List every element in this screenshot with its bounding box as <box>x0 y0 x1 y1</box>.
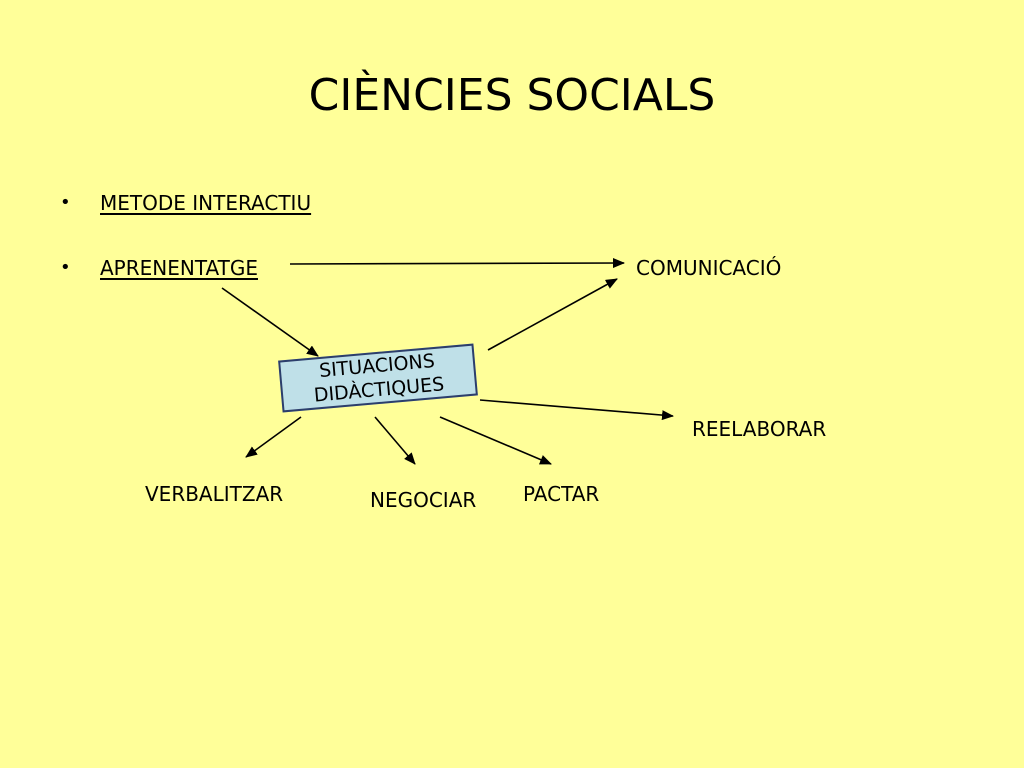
bullet-text-metode[interactable]: METODE INTERACTIU <box>100 191 312 215</box>
arrow-situacions-to-pactar <box>439 416 552 465</box>
node-pactar: PACTAR <box>523 482 600 506</box>
arrow-situacions-to-verbalitzar <box>245 416 302 458</box>
bullet-text-aprenentatge[interactable]: APRENENTATGE <box>100 256 258 280</box>
arrow-situacions-to-negociar <box>374 416 416 465</box>
node-comunicacio: COMUNICACIÓ <box>636 256 782 280</box>
bullet-item-metode: • METODE INTERACTIU <box>60 190 311 216</box>
node-negociar: NEGOCIAR <box>370 488 477 512</box>
bullet-marker: • <box>60 257 71 278</box>
arrow-situacions-to-reelaborar <box>479 399 674 421</box>
bullet-marker: • <box>60 192 71 213</box>
node-reelaborar: REELABORAR <box>692 417 827 441</box>
bullet-item-aprenentatge: • APRENENTATGE <box>60 255 258 281</box>
arrow-situacions-to-comunicacio <box>487 278 618 351</box>
node-verbalitzar: VERBALITZAR <box>145 482 284 506</box>
arrow-aprenentatge-to-comunicacio <box>289 258 625 269</box>
center-box-situacions-didactiques: SITUACIONS DIDÀCTIQUES <box>278 343 478 413</box>
slide-title: CIÈNCIES SOCIALS <box>308 70 716 121</box>
arrow-aprenentatge-to-situacions <box>221 287 319 357</box>
